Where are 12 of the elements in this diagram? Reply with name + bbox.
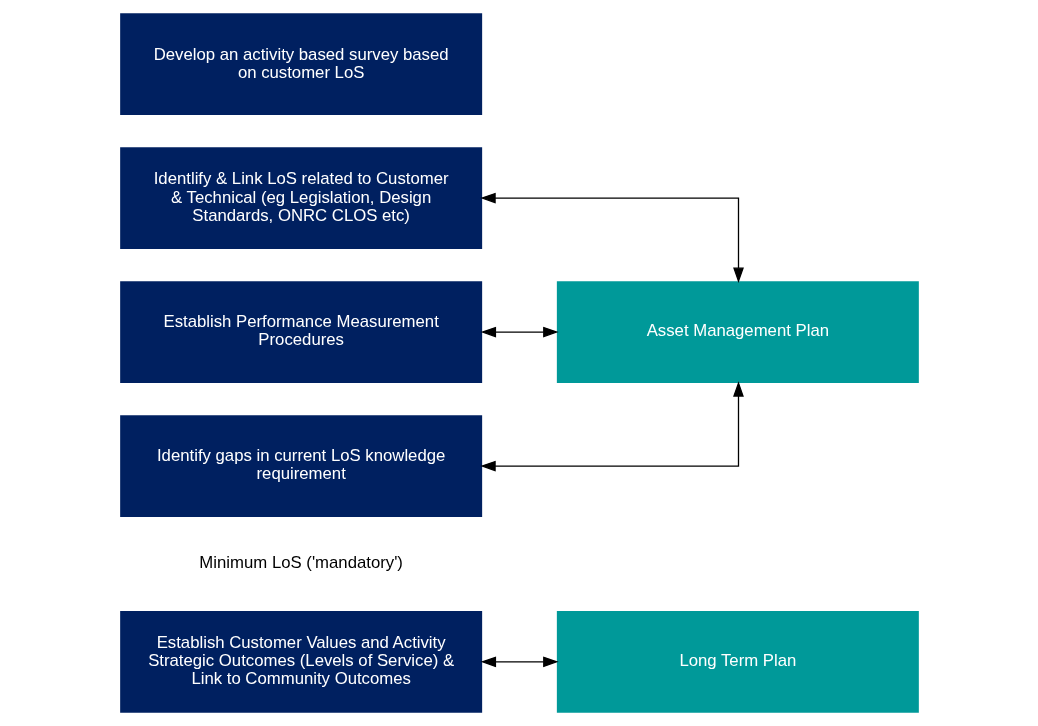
arrow (480, 656, 559, 668)
arrow (479, 381, 744, 472)
label: Minimum LoS ('mandatory') (198, 553, 403, 573)
node-box: Identlify & Link LoS related to Customer & Technical (eg Legislation, Design Standards, ONRC CLOS etc) (119, 147, 482, 249)
node-box: Develop an activity based survey based on customer LoS (119, 13, 482, 115)
arrow (479, 192, 744, 283)
node-box: Identify gaps in current LoS knowledge requirement (119, 415, 482, 517)
node-box: Establish Customer Values and Activity Strategic Outcomes (Levels of Service) & Link to Community Outcomes (119, 611, 482, 713)
arrow (480, 326, 559, 338)
node-box: Asset Management Plan (556, 281, 919, 383)
node-box: Establish Performance Measurement Procedures (119, 281, 482, 383)
node-box: Long Term Plan (556, 611, 919, 713)
